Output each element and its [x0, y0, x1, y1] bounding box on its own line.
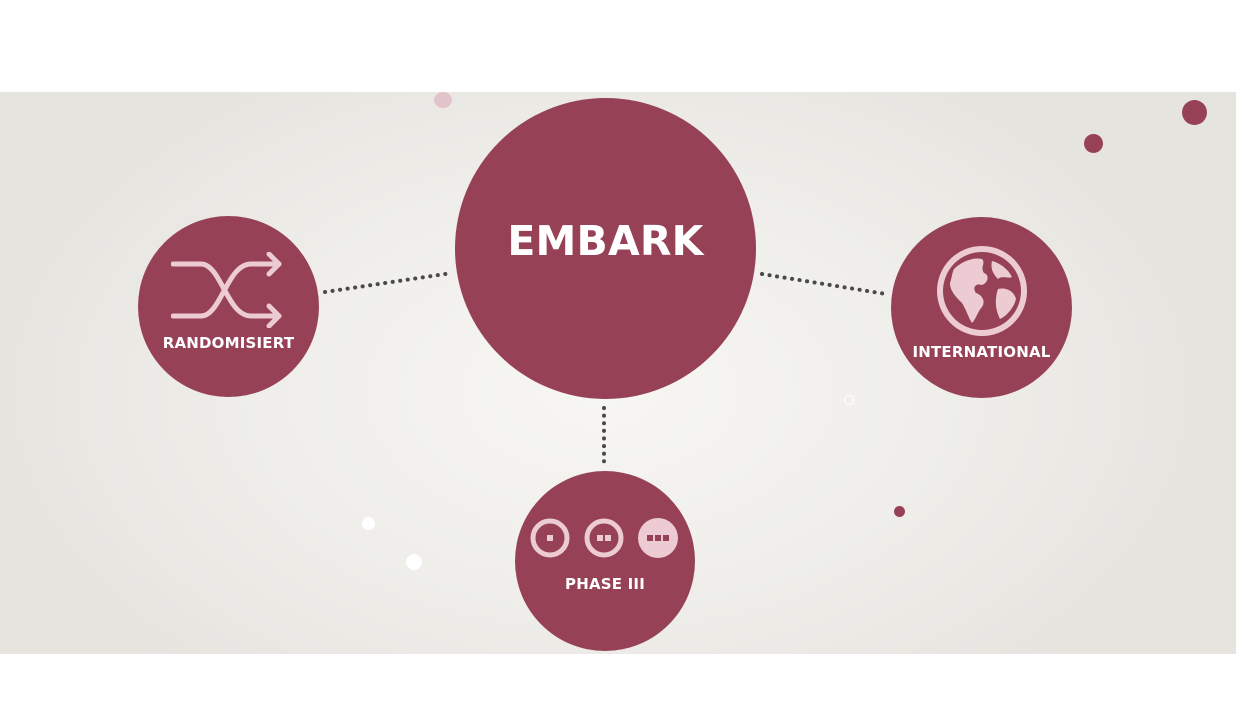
node-randomisiert: RANDOMISIERT — [138, 216, 319, 397]
diagram-canvas: EMBARK RANDOMISIERT INTERNATIONAL — [0, 92, 1236, 654]
node-phase: PHASE III — [515, 471, 695, 651]
decor-dot — [844, 395, 854, 405]
shuffle-icon — [170, 251, 281, 328]
phase-icon — [530, 518, 678, 558]
decor-dot — [894, 506, 905, 517]
globe-icon — [936, 245, 1027, 336]
connector-center-randomisiert — [323, 271, 454, 294]
decor-dot — [1084, 134, 1103, 153]
center-node: EMBARK — [455, 98, 756, 399]
node-international: INTERNATIONAL — [891, 217, 1072, 398]
connector-center-international — [760, 272, 888, 296]
decor-dot — [1182, 100, 1207, 125]
decor-dot — [434, 92, 452, 108]
decor-dot — [362, 517, 375, 530]
decor-dot — [406, 554, 422, 570]
center-node-label: EMBARK — [507, 216, 704, 265]
node-randomisiert-label: RANDOMISIERT — [162, 333, 295, 352]
node-phase-label: PHASE III — [565, 575, 645, 593]
node-international-label: INTERNATIONAL — [912, 342, 1051, 361]
connector-lines — [323, 271, 888, 470]
